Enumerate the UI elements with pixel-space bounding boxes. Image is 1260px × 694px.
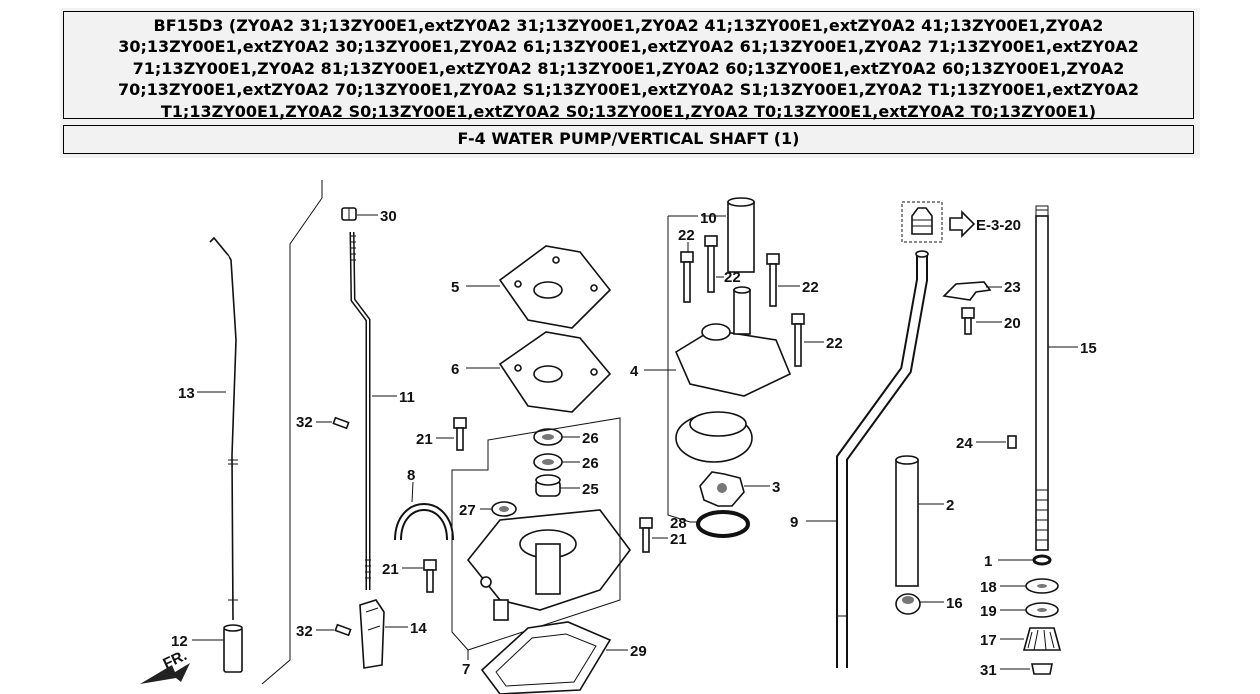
part-13-rod[interactable] bbox=[209, 236, 238, 621]
part-1-circlip[interactable] bbox=[1032, 554, 1052, 566]
part-26-seal[interactable] bbox=[533, 453, 563, 471]
part-label: 10 bbox=[700, 210, 717, 227]
part-label: 21 bbox=[416, 431, 433, 448]
front-direction-arrow bbox=[140, 663, 190, 684]
model-title-line: 30;13ZY00E1,extZY0A2 30;13ZY00E1,ZY0A2 6… bbox=[118, 37, 1139, 57]
part-19-washer[interactable] bbox=[1025, 602, 1059, 618]
part-22-bolt[interactable] bbox=[680, 251, 694, 303]
part-label: 26 bbox=[582, 430, 599, 447]
part-25-bearing[interactable] bbox=[535, 474, 561, 497]
part-label: 19 bbox=[980, 603, 997, 620]
part-24-key[interactable] bbox=[1007, 435, 1017, 449]
part-label: 12 bbox=[171, 633, 188, 650]
part-10-tube[interactable] bbox=[727, 197, 755, 273]
part-label: 21 bbox=[382, 561, 399, 578]
part-label: 23 bbox=[1004, 279, 1021, 296]
model-title-line: 71;13ZY00E1,ZY0A2 81;13ZY00E1,extZY0A2 8… bbox=[132, 58, 1125, 78]
part-11-rod[interactable] bbox=[349, 231, 371, 590]
part-32-pin[interactable] bbox=[332, 416, 350, 430]
part-label: 14 bbox=[410, 620, 427, 637]
part-label: 32 bbox=[296, 623, 313, 640]
impeller-liner[interactable] bbox=[675, 411, 753, 463]
part-label: 15 bbox=[1080, 340, 1097, 357]
part-label: 29 bbox=[630, 643, 647, 660]
part-21-bolt[interactable] bbox=[453, 417, 467, 451]
model-title-line: 70;13ZY00E1,extZY0A2 70;13ZY00E1,ZY0A2 S… bbox=[117, 80, 1140, 100]
part-label: 17 bbox=[980, 632, 997, 649]
part-label: 28 bbox=[670, 515, 687, 532]
part-label: 9 bbox=[790, 514, 798, 531]
part-8-seal[interactable] bbox=[394, 503, 454, 541]
part-29-gasket[interactable] bbox=[480, 621, 612, 694]
part-6-plate[interactable] bbox=[498, 331, 612, 413]
part-label: 5 bbox=[451, 279, 459, 296]
part-22-bolt[interactable] bbox=[704, 235, 718, 293]
part-18-washer[interactable] bbox=[1025, 578, 1059, 594]
part-label: 3 bbox=[772, 479, 780, 496]
part-label: 8 bbox=[407, 467, 415, 484]
part-22-bolt[interactable] bbox=[791, 313, 805, 367]
part-label: 26 bbox=[582, 455, 599, 472]
part-label: 22 bbox=[678, 227, 695, 244]
part-30-nut[interactable] bbox=[341, 207, 357, 221]
part-label: 27 bbox=[459, 502, 476, 519]
section-title: F-4 WATER PUMP/VERTICAL SHAFT (1) bbox=[63, 125, 1194, 154]
part-label: 22 bbox=[826, 335, 843, 352]
model-title: BF15D3 (ZY0A2 31;13ZY00E1,extZY0A2 31;13… bbox=[63, 11, 1194, 121]
part-9-water-tube[interactable] bbox=[836, 250, 929, 668]
part-28-o-ring[interactable] bbox=[696, 510, 750, 538]
part-2-tube[interactable] bbox=[895, 455, 919, 587]
part-label: 7 bbox=[462, 661, 470, 678]
part-12-joint[interactable] bbox=[223, 624, 243, 673]
part-5-plate[interactable] bbox=[498, 245, 612, 329]
part-label: 22 bbox=[802, 279, 819, 296]
part-label: 22 bbox=[724, 269, 741, 286]
part-21-bolt[interactable] bbox=[423, 559, 437, 593]
part-label: 11 bbox=[399, 389, 415, 406]
model-title-line: T1;13ZY00E1,ZY0A2 S0;13ZY00E1,extZY0A2 S… bbox=[160, 101, 1097, 121]
part-label: 21 bbox=[670, 531, 687, 548]
part-17-pinion-gear[interactable] bbox=[1022, 627, 1062, 651]
model-title-line: BF15D3 (ZY0A2 31;13ZY00E1,extZY0A2 31;13… bbox=[153, 16, 1104, 35]
part-label: 4 bbox=[630, 363, 639, 380]
part-3-impeller[interactable] bbox=[699, 471, 745, 507]
part-16-seal[interactable] bbox=[895, 593, 921, 615]
part-20-bolt[interactable] bbox=[961, 307, 975, 335]
part-4-pump-case[interactable] bbox=[674, 286, 792, 397]
part-27-seal[interactable] bbox=[491, 501, 517, 517]
part-label: 31 bbox=[980, 662, 997, 679]
part-label: 13 bbox=[178, 385, 195, 402]
part-31-nut[interactable] bbox=[1031, 663, 1053, 675]
part-label: 1 bbox=[984, 553, 992, 570]
part-15-vertical-shaft[interactable] bbox=[1035, 205, 1049, 551]
part-label: 6 bbox=[451, 361, 459, 378]
part-23-plate[interactable] bbox=[942, 281, 992, 301]
part-label: 18 bbox=[980, 579, 997, 596]
part-14-holder[interactable] bbox=[359, 599, 385, 669]
part-label: 20 bbox=[1004, 315, 1021, 332]
part-label: 25 bbox=[582, 481, 599, 498]
part-label: 2 bbox=[946, 497, 954, 514]
header-background bbox=[60, 8, 1200, 158]
parts-diagram: 13 12 FR. 30 11 32 32 14 bbox=[140, 180, 1097, 694]
part-label: 16 bbox=[946, 595, 963, 612]
part-label: 32 bbox=[296, 414, 313, 431]
part-32-pin[interactable] bbox=[334, 623, 352, 637]
cross-reference-label: E-3-20 bbox=[976, 217, 1021, 234]
grommet-reference[interactable] bbox=[901, 201, 976, 243]
part-7-pump-housing[interactable] bbox=[466, 509, 631, 621]
part-22-bolt[interactable] bbox=[766, 253, 780, 307]
part-21-bolt[interactable] bbox=[639, 517, 653, 553]
part-label: 24 bbox=[956, 435, 973, 452]
part-label: 30 bbox=[380, 208, 397, 225]
